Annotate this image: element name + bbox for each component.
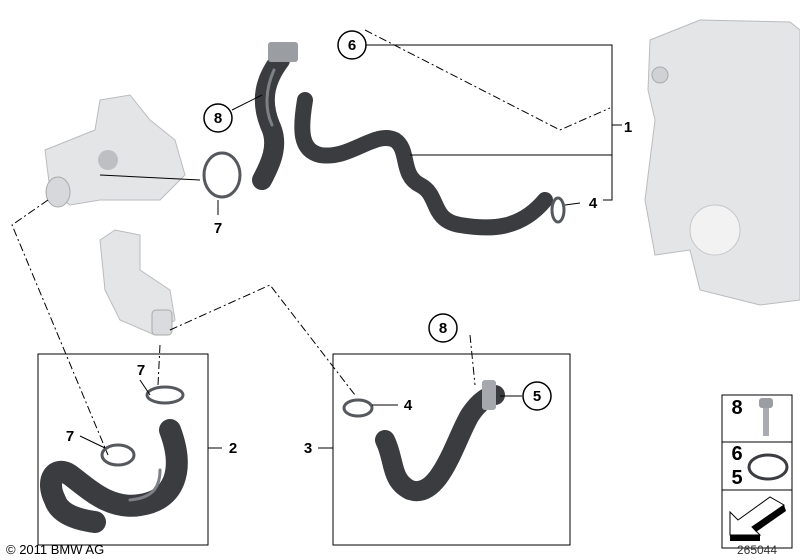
clamp-4-upper <box>550 196 566 224</box>
callout-4-upper[interactable]: 4 <box>589 195 598 212</box>
callout-2[interactable]: 2 <box>229 440 237 457</box>
callout-4-box3[interactable]: 4 <box>404 397 413 414</box>
callout-7-box2-top[interactable]: 7 <box>137 362 145 379</box>
callout-7-upper[interactable]: 7 <box>214 220 222 237</box>
clamp-4-box3 <box>342 398 374 418</box>
engine-block <box>644 19 800 306</box>
group-box-3 <box>332 353 571 546</box>
callout-6[interactable]: 6 <box>337 30 367 60</box>
copyright-text: © 2011 BMW AG <box>6 542 104 557</box>
hose-2 <box>40 419 188 533</box>
callout-7-box2-left[interactable]: 7 <box>66 428 74 445</box>
diagram-number: 265044 <box>737 543 777 557</box>
clamp-7-upper <box>202 151 242 199</box>
legend-ring-label-6: 6 <box>731 443 742 465</box>
legend-bolt-label: 8 <box>731 397 742 419</box>
callout-1[interactable]: 1 <box>624 119 632 136</box>
svg-text:8: 8 <box>214 110 222 127</box>
svg-text:6: 6 <box>348 37 356 54</box>
callout-8-upper[interactable]: 8 <box>203 103 233 133</box>
water-pump <box>44 94 186 208</box>
arrow-icon <box>729 496 786 541</box>
group-box-2 <box>37 353 209 546</box>
svg-text:8: 8 <box>439 320 447 337</box>
svg-text:5: 5 <box>533 388 541 405</box>
parts-legend: 8 6 5 <box>721 394 793 549</box>
upper-hose <box>252 42 553 236</box>
callout-8-lower[interactable]: 8 <box>428 313 458 343</box>
callout-5[interactable]: 5 <box>522 381 552 411</box>
bolt-icon <box>759 398 773 436</box>
o-ring-icon <box>747 453 789 481</box>
clamp-7-box2-left <box>100 443 136 467</box>
leader-lines <box>79 44 622 449</box>
clamps <box>100 151 566 467</box>
thermostat <box>99 229 176 336</box>
legend-ring-label-5: 5 <box>731 467 742 489</box>
hose-3 <box>375 380 505 501</box>
clamp-7-box2-top <box>145 385 185 405</box>
dash-lines <box>11 29 611 456</box>
callout-3[interactable]: 3 <box>304 440 312 457</box>
